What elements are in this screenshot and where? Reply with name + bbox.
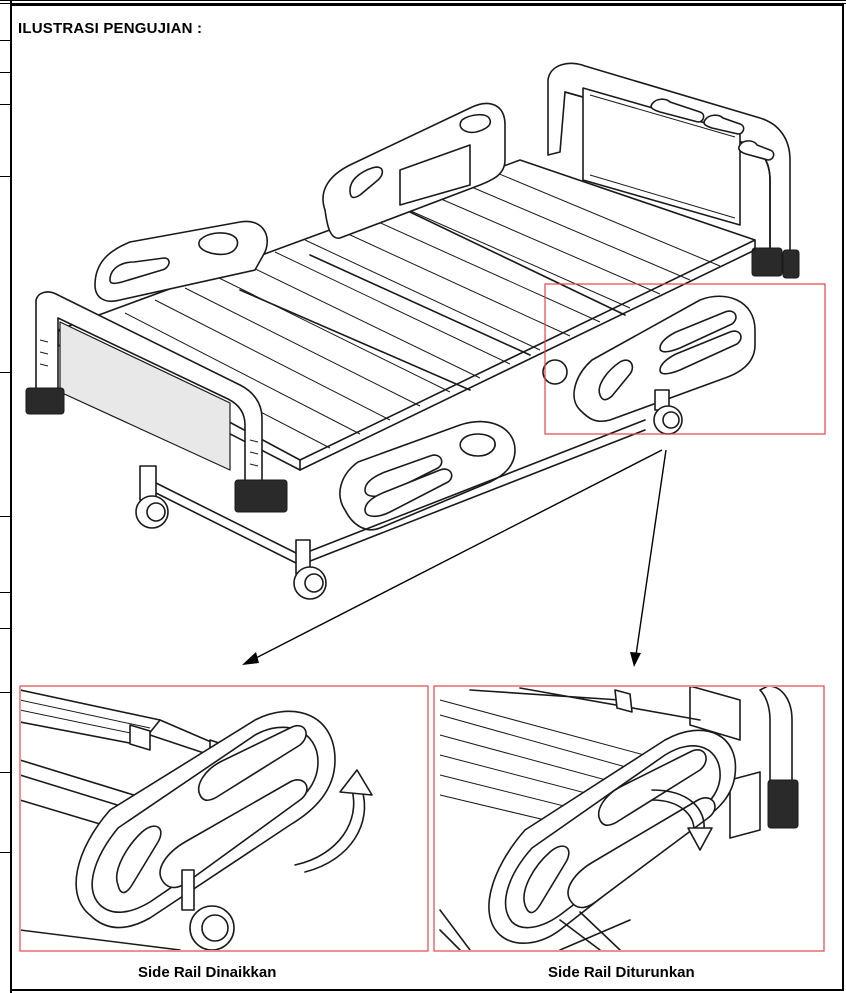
- footboard: [25, 291, 288, 513]
- section-title: ILUSTRASI PENGUJIAN :: [18, 20, 203, 37]
- left-margin-column: [0, 0, 12, 993]
- side-rail-raised-detail: [19, 685, 429, 952]
- illustration-frame: [12, 4, 844, 991]
- caster-wheels: [135, 359, 683, 600]
- highlight-box: [544, 283, 826, 435]
- caption-side-rail-lowered: Side Rail Diturunkan: [548, 964, 695, 981]
- top-rule: [0, 0, 846, 4]
- side-rail-front-head: [573, 295, 756, 423]
- headboard: [547, 62, 800, 279]
- side-rail-back-head: [322, 102, 506, 239]
- caption-side-rail-raised: Side Rail Dinaikkan: [138, 964, 277, 981]
- side-rail-front-foot: [339, 420, 516, 531]
- side-rail-back-foot: [94, 220, 268, 302]
- pointer-arrows: [242, 449, 667, 667]
- side-rail-lowered-detail: [433, 685, 825, 952]
